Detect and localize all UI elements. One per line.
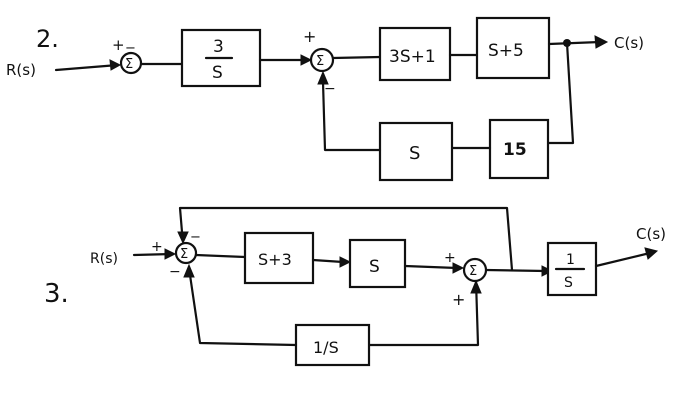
p2-block-g1: 3 S [180,28,262,88]
p2-block-h1: S [378,121,454,182]
problem-2-input-label: R(s) [6,61,36,79]
p2-sum2-sign-bottom: − [324,81,336,97]
p3-sum1-sign-bottom: − [169,264,181,280]
problem-3-number: 3. [44,279,69,309]
p2-g1-numerator: 3 [213,37,224,57]
p2-summing-junction-2: Σ + − [303,27,336,97]
p2-block-g3: S+5 [475,16,551,80]
p2-sum2-sign-top: + [303,27,316,46]
problem-3: 3. R(s) Σ + − − S+3 S Σ [44,206,666,367]
p3-line-sum1-g1 [194,253,247,259]
p2-sum1-sign-top: + [112,36,125,54]
p2-feedback-line-right [546,41,575,145]
p2-g2-label: 3S+1 [389,47,436,67]
p3-sum2-sign-bottom: + [452,290,465,309]
p2-g3-label: S+5 [488,41,524,61]
p3-sum2-bottom-arrowhead [470,279,482,294]
p2-h2-label: 15 [503,140,527,160]
p3-line-sum2-g3 [484,268,547,273]
problem-2-number: 2. [36,25,59,53]
p3-output-arrowhead [644,247,659,260]
p3-top-feedback-arrowhead [177,231,189,245]
p3-g3-numerator: 1 [566,252,575,268]
p2-g1-denominator: S [212,63,223,83]
p3-sum1-sign-top: − [190,230,201,245]
p2-h1-label: S [409,143,420,164]
p2-output-line [547,40,602,46]
p3-output-line [594,251,652,268]
p3-line-g1-g2 [311,258,345,264]
problem-2: 2. R(s) Σ + − 3 S Σ + − [6,16,644,182]
p3-input-arrowhead [164,248,177,260]
p3-bottom-feedback-arrowhead [183,263,195,278]
p3-sum1-sign-left: + [151,239,163,255]
p3-g3-denominator: S [564,275,573,291]
p2-sum1-symbol: Σ [125,57,133,72]
p3-arrowhead-to-g2 [339,256,352,268]
p2-feedback-line-left [321,80,382,152]
p2-sum2-symbol: Σ [316,54,324,69]
p2-input-arrowhead [109,59,122,71]
p2-block-h2: 15 [488,118,550,180]
p2-output-arrowhead [594,35,609,49]
p2-sum1-sign-bottom: − [125,41,136,56]
p3-h1-label: 1/S [313,338,339,357]
p3-sum2-sign-left: + [444,250,456,266]
p3-summing-junction-1: Σ + − − [151,230,201,280]
p2-arrowhead-to-sum2 [300,54,313,66]
p2-feedback-arrowhead [317,70,329,85]
p3-sum1-symbol: Σ [180,247,188,262]
p3-sum2-symbol: Σ [469,264,477,279]
p3-block-h1: 1/S [294,323,371,367]
p2-line-sum2-g2 [331,55,382,60]
problem-2-output-label: C(s) [614,34,644,52]
p3-block-g3: 1 S [546,241,598,297]
problem-3-output-label: C(s) [636,225,666,243]
problem-3-input-label: R(s) [90,251,118,267]
p3-g1-label: S+3 [258,250,292,269]
p3-bottom-feedback-line-right [367,279,480,347]
p2-input-line [54,63,120,72]
p3-g2-label: S [369,257,380,277]
p3-line-g2-sum2 [403,264,459,270]
p3-arrowhead-to-sum2 [452,262,465,274]
p3-bottom-feedback-line-left [188,273,298,347]
p3-top-feedback-line [178,206,514,272]
p2-block-g2: 3S+1 [378,26,452,82]
p3-summing-junction-2: Σ + + [444,250,488,309]
p3-block-g2: S [348,238,407,289]
p3-block-g1: S+3 [243,231,315,285]
